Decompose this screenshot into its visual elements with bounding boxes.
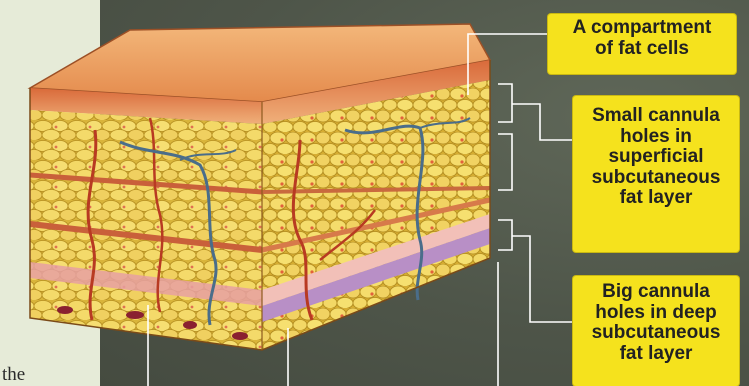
label-small-cannula-line-3: superficial [573, 147, 739, 168]
label-big-cannula: Big cannula holes in deep subcutaneous f… [573, 276, 739, 386]
vessel-spot [232, 332, 248, 340]
label-fat-compartment-line-2: of fat cells [548, 39, 736, 60]
label-big-cannula-line-1: Big cannula [573, 282, 739, 303]
vessel-spot [57, 306, 73, 314]
leader-big-cannula [512, 236, 573, 322]
label-fat-compartment-line-1: A compartment [548, 18, 736, 39]
label-big-cannula-line-4: fat layer [573, 344, 739, 365]
bracket-deep [498, 220, 512, 250]
bracket-superficial-upper [498, 84, 512, 122]
vessel-spot [183, 321, 197, 329]
bracket-superficial-lower [498, 134, 512, 190]
label-small-cannula-line-2: holes in [573, 127, 739, 148]
label-small-cannula-line-1: Small cannula [573, 106, 739, 127]
leader-small-cannula [512, 104, 573, 140]
label-small-cannula-line-5: fat layer [573, 188, 739, 209]
label-small-cannula: Small cannula holes in superficial subcu… [573, 96, 739, 252]
label-small-cannula-line-4: subcutaneous [573, 168, 739, 189]
label-big-cannula-line-3: subcutaneous [573, 323, 739, 344]
label-fat-compartment: A compartment of fat cells [548, 14, 736, 74]
label-big-cannula-line-2: holes in deep [573, 303, 739, 324]
vessel-spot [126, 311, 144, 319]
